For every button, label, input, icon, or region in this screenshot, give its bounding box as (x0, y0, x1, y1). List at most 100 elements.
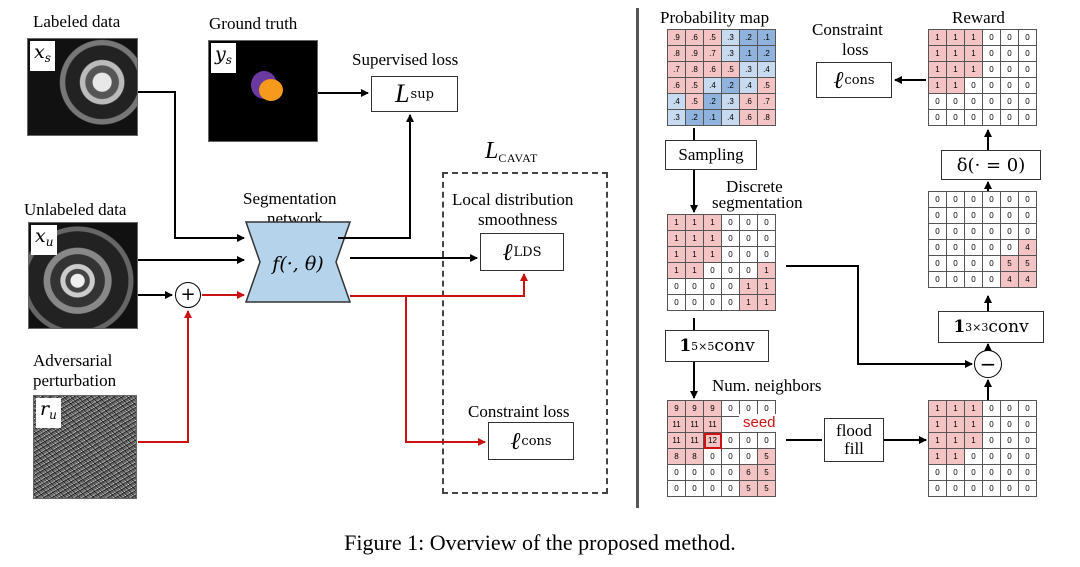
noise-image: ru (33, 395, 137, 499)
grid-cell: 0 (667, 294, 686, 311)
grid-cell: 1 (685, 246, 704, 263)
grid-cell: 0 (1018, 109, 1037, 126)
adversarial-perturbation-label-2: perturbation (33, 371, 117, 390)
grid-cell: 0 (964, 77, 983, 94)
grid-cell: 0 (964, 480, 983, 497)
grid-cell: .9 (685, 45, 704, 62)
grid-cell: 0 (721, 214, 740, 231)
grid-cell: 0 (739, 432, 758, 449)
grid-cell: 5 (1018, 255, 1037, 272)
grid-cell: 0 (946, 207, 965, 224)
grid-cell: 0 (982, 480, 1001, 497)
grid-row: .7.8.6.5.3.4 (667, 61, 776, 78)
grid-cell: 0 (928, 255, 947, 272)
grid-cell: 1 (757, 262, 776, 279)
grid-cell: 0 (928, 109, 947, 126)
grid-cell: 1 (739, 278, 758, 295)
grid-cell: 1 (946, 61, 965, 78)
grid-cell: 0 (739, 262, 758, 279)
grid-cell: 0 (721, 432, 740, 449)
grid-cell: 1 (928, 45, 947, 62)
grid-cell: 0 (964, 255, 983, 272)
grid-cell: 0 (739, 246, 758, 263)
grid-cell: 0 (946, 464, 965, 481)
grid-cell: .3 (739, 61, 758, 78)
grid-cell: 0 (982, 271, 1001, 288)
grid-cell: 0 (1018, 61, 1037, 78)
grid-cell: 0 (1018, 191, 1037, 208)
grid-cell: 0 (946, 255, 965, 272)
grid-cell: 1 (946, 432, 965, 449)
discrete-segmentation-label-1: Discrete (726, 177, 783, 196)
grid-cell: 0 (703, 448, 722, 465)
grid-cell: .3 (721, 29, 740, 46)
grid-row: .9.6.5.3.2.1 (667, 29, 776, 46)
grid-cell: 0 (1000, 109, 1019, 126)
grid-cell: 0 (982, 223, 1001, 240)
grid-cell: 0 (1000, 29, 1019, 46)
grid-cell: 0 (1018, 480, 1037, 497)
grid-cell: 0 (1000, 464, 1019, 481)
plus-operator: + (175, 282, 201, 308)
delta-box: δ(· = 0) (941, 150, 1041, 180)
grid-cell: 1 (946, 448, 965, 465)
grid-cell: 0 (1000, 239, 1019, 256)
grid-cell: 1 (928, 29, 947, 46)
grid-cell: 0 (1000, 400, 1019, 417)
ground-truth-label: Ground truth (209, 14, 298, 33)
x-s-label: xs (30, 41, 55, 71)
grid-cell: 0 (721, 230, 740, 247)
grid-cell: 0 (1018, 45, 1037, 62)
grid-cell: 9 (685, 400, 704, 417)
num-neighbors-label: Num. neighbors (712, 376, 822, 395)
grid-cell: .6 (739, 109, 758, 126)
grid-row: .4.5.2.3.6.7 (667, 93, 776, 110)
grid-cell: 0 (1018, 77, 1037, 94)
grid-cell: 0 (1000, 432, 1019, 449)
grid-cell: 1 (685, 262, 704, 279)
panel-divider (636, 8, 639, 508)
grid-cell: 0 (982, 416, 1001, 433)
grid-cell: 0 (721, 400, 740, 417)
grid-cell: 0 (703, 464, 722, 481)
grid-cell: 4 (1000, 271, 1019, 288)
grid-cell: 11 (685, 432, 704, 449)
grid-cell: .2 (685, 109, 704, 126)
grid-cell: 0 (1018, 400, 1037, 417)
grid-cell: 0 (946, 480, 965, 497)
r-u-label: ru (36, 398, 61, 428)
grid-cell: 0 (1018, 223, 1037, 240)
grid-cell: 0 (946, 191, 965, 208)
grid-cell: 0 (1000, 45, 1019, 62)
grid-cell: 1 (757, 294, 776, 311)
grid-cell: 0 (1000, 191, 1019, 208)
grid-cell: .6 (667, 77, 686, 94)
seed-cell: 12 (703, 432, 722, 449)
arrow-noise-to-plus (138, 310, 192, 443)
grid-cell: 1 (964, 400, 983, 417)
grid-cell: 11 (667, 416, 686, 433)
figure-caption: Figure 1: Overview of the proposed metho… (344, 530, 736, 555)
grid-cell: 0 (982, 191, 1001, 208)
grid-cell: 0 (1000, 207, 1019, 224)
grid-cell: 0 (964, 109, 983, 126)
grid-cell: 1 (964, 432, 983, 449)
cavat-label: LCAVAT (485, 138, 538, 165)
grid-cell: 0 (739, 448, 758, 465)
grid-cell: 0 (1018, 416, 1037, 433)
